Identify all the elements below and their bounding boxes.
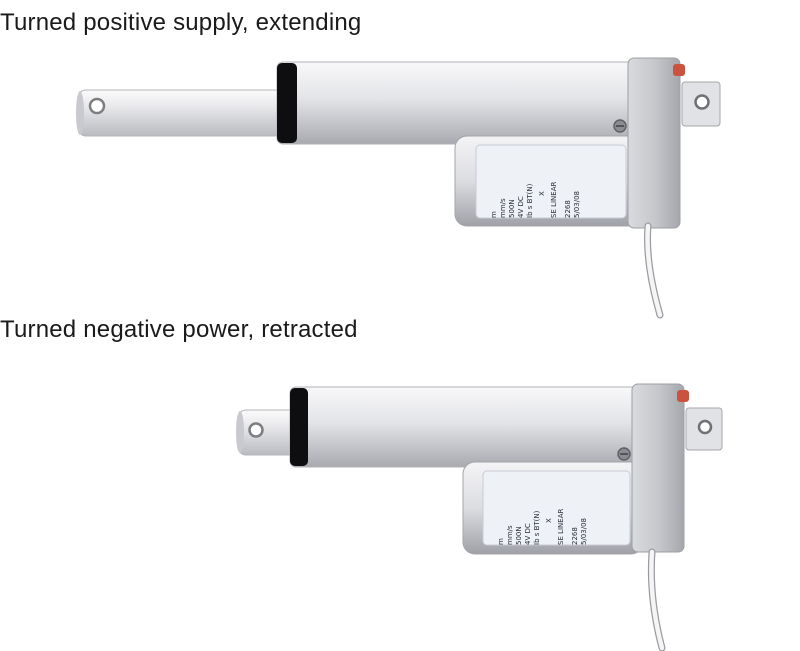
motor-label (475, 144, 627, 219)
label-line: 500N (515, 526, 523, 545)
label-line: 4V DC (524, 523, 532, 545)
caption-retracted: Turned negative power, retracted (0, 316, 358, 343)
gear-head (631, 383, 685, 553)
red-cable-grommet (673, 64, 685, 76)
label-line: m (497, 538, 505, 545)
power-cable-highlight (645, 223, 663, 318)
outer-tube (289, 386, 641, 468)
label-line: X (538, 191, 546, 196)
label-line: X (545, 518, 553, 523)
rod-end-cap (236, 411, 244, 453)
rear-mount-hole (697, 419, 713, 435)
label-line: 4V DC (517, 196, 525, 218)
red-cable-grommet (677, 390, 689, 402)
label-line: 2268 (564, 200, 572, 218)
caption-extending: Turned positive supply, extending (0, 9, 362, 36)
rod-mount-hole (88, 97, 106, 115)
label-line: SE LINEAR (550, 181, 558, 218)
black-band (290, 388, 308, 466)
label-line: SE LINEAR (557, 508, 565, 545)
outer-tube (276, 61, 638, 145)
label-line: Ib s BT(N) (526, 183, 534, 218)
label-text-block: m mm/s 500N 4V DC Ib s BT(N) X SE LINEAR… (497, 508, 588, 545)
motor-label (482, 470, 631, 546)
power-cable-highlight (649, 549, 665, 651)
actuator-photo-retracted: m mm/s 500N 4V DC Ib s BT(N) X SE LINEAR… (236, 383, 723, 651)
actuator-photo-extended: m mm/s 500N 4V DC Ib s BT(N) X SE LINEAR… (76, 57, 721, 319)
label-line: mm/s (499, 198, 507, 218)
gear-head (627, 57, 681, 229)
label-line: 500N (508, 199, 516, 218)
rear-mount-hole (694, 94, 710, 110)
label-line: 5/03/08 (573, 191, 581, 218)
linear-actuator-retracted: m mm/s 500N 4V DC Ib s BT(N) X SE LINEAR… (236, 383, 723, 651)
label-line: Ib s BT(N) (533, 510, 541, 545)
linear-actuator-extended: m mm/s 500N 4V DC Ib s BT(N) X SE LINEAR… (76, 57, 721, 319)
black-band (277, 63, 297, 143)
rod-mount-hole (248, 422, 264, 438)
label-line: m (490, 211, 498, 218)
label-text-block: m mm/s 500N 4V DC Ib s BT(N) X SE LINEAR… (490, 181, 581, 218)
label-line: mm/s (506, 525, 514, 545)
rod-end-cap (76, 91, 84, 135)
piston-rod (77, 89, 284, 137)
label-line: 5/03/08 (580, 518, 588, 545)
label-line: 2268 (571, 527, 579, 545)
